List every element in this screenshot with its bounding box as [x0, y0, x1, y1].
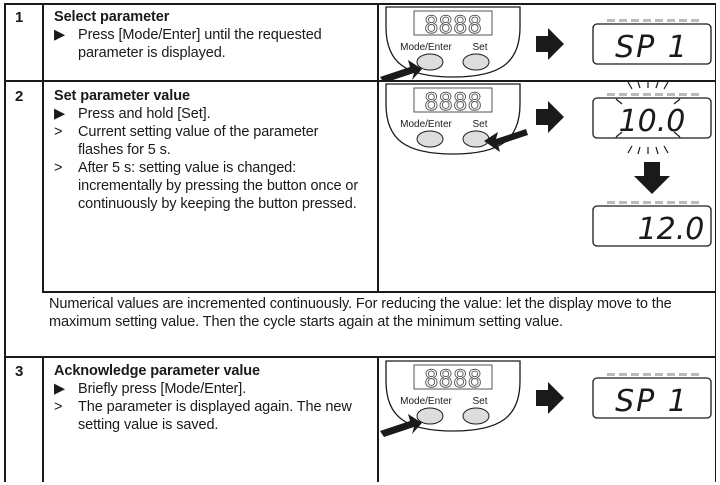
step-title: Acknowledge parameter value	[54, 363, 261, 379]
list-item: ▶ Press [Mode/Enter] until the requested…	[54, 26, 366, 62]
list-item-text: Press and hold [Set].	[78, 106, 211, 122]
list-item-text: Briefly press [Mode/Enter].	[78, 381, 247, 397]
list-marker: ▶	[54, 381, 66, 397]
set-button	[462, 53, 490, 70]
step-title: Select parameter	[54, 9, 170, 25]
row-divider	[42, 291, 716, 293]
set-label: Set	[472, 396, 487, 407]
list-item-text: The parameter is displayed again. The ne…	[78, 399, 352, 433]
row-divider	[4, 356, 716, 358]
column-divider-number	[42, 357, 44, 482]
set-button	[462, 130, 490, 148]
list-item-text: Current setting value of the parameter f…	[78, 124, 319, 158]
display-flash-value: 10.0	[619, 104, 686, 139]
step-number: 3	[15, 363, 24, 380]
mode-enter-label: Mode/Enter	[400, 396, 452, 407]
mode-enter-label: Mode/Enter	[400, 119, 452, 130]
step-content: Set parameter value ▶ Press and hold [Se…	[54, 87, 366, 213]
down-arrow	[634, 162, 670, 194]
flow-arrow	[536, 382, 564, 414]
flashing-rays	[615, 82, 681, 155]
flow-arrow	[536, 27, 564, 60]
svg-text:8888: 8888	[424, 11, 482, 39]
mode-enter-button	[416, 407, 444, 425]
column-divider-number	[42, 3, 44, 80]
list-marker: ▶	[54, 27, 66, 43]
list-item: > After 5 s: setting value is changed: i…	[54, 159, 366, 213]
set-label: Set	[472, 119, 487, 130]
column-divider-figure	[377, 3, 379, 80]
step-number: 1	[15, 9, 24, 26]
mode-enter-label: Mode/Enter	[400, 42, 452, 53]
svg-text:8888: 8888	[424, 365, 482, 393]
step-note: Numerical values are incremented continu…	[49, 296, 672, 330]
list-marker: >	[54, 399, 63, 415]
display-value: SP 1	[615, 384, 689, 419]
instruction-table: 1 Select parameter ▶ Press [Mode/Enter] …	[4, 3, 716, 482]
list-item: > Current setting value of the parameter…	[54, 123, 366, 159]
device-illustration: 8888 Mode/Enter Set 10.0 12.0	[385, 82, 712, 247]
list-marker: >	[54, 160, 63, 176]
display-value: SP 1	[615, 30, 689, 65]
device-illustration: 8888 Mode/Enter Set SP 1	[380, 360, 712, 437]
flow-arrow	[536, 101, 564, 133]
list-marker: ▶	[54, 106, 66, 122]
table-border-top	[4, 3, 716, 5]
mode-enter-button	[416, 53, 444, 70]
press-arrow	[380, 414, 422, 437]
list-item-text: After 5 s: setting value is changed: inc…	[78, 160, 359, 212]
device-illustration: 8888 Mode/Enter Set SP 1	[380, 5, 712, 80]
list-item: ▶ Briefly press [Mode/Enter].	[54, 380, 366, 398]
list-marker: >	[54, 124, 63, 140]
press-arrow	[484, 129, 528, 152]
step-title: Set parameter value	[54, 88, 190, 104]
table-border-right	[714, 3, 716, 482]
step-number: 2	[15, 88, 24, 105]
mode-enter-button	[416, 130, 444, 148]
display-result-value: 12.0	[638, 212, 705, 247]
table-border-left	[4, 3, 6, 482]
press-arrow	[380, 59, 422, 80]
column-divider-figure	[377, 357, 379, 482]
step-content: Select parameter ▶ Press [Mode/Enter] un…	[54, 8, 366, 62]
svg-text:8888: 8888	[424, 88, 482, 116]
set-button	[462, 407, 490, 425]
set-label: Set	[472, 42, 487, 53]
column-divider-number	[42, 81, 44, 291]
list-item: > The parameter is displayed again. The …	[54, 398, 366, 434]
list-item: ▶ Press and hold [Set].	[54, 105, 366, 123]
list-item-text: Press [Mode/Enter] until the requested p…	[78, 27, 322, 61]
row-divider	[4, 80, 716, 82]
step-content: Acknowledge parameter value ▶ Briefly pr…	[54, 362, 366, 434]
column-divider-figure	[377, 81, 379, 291]
